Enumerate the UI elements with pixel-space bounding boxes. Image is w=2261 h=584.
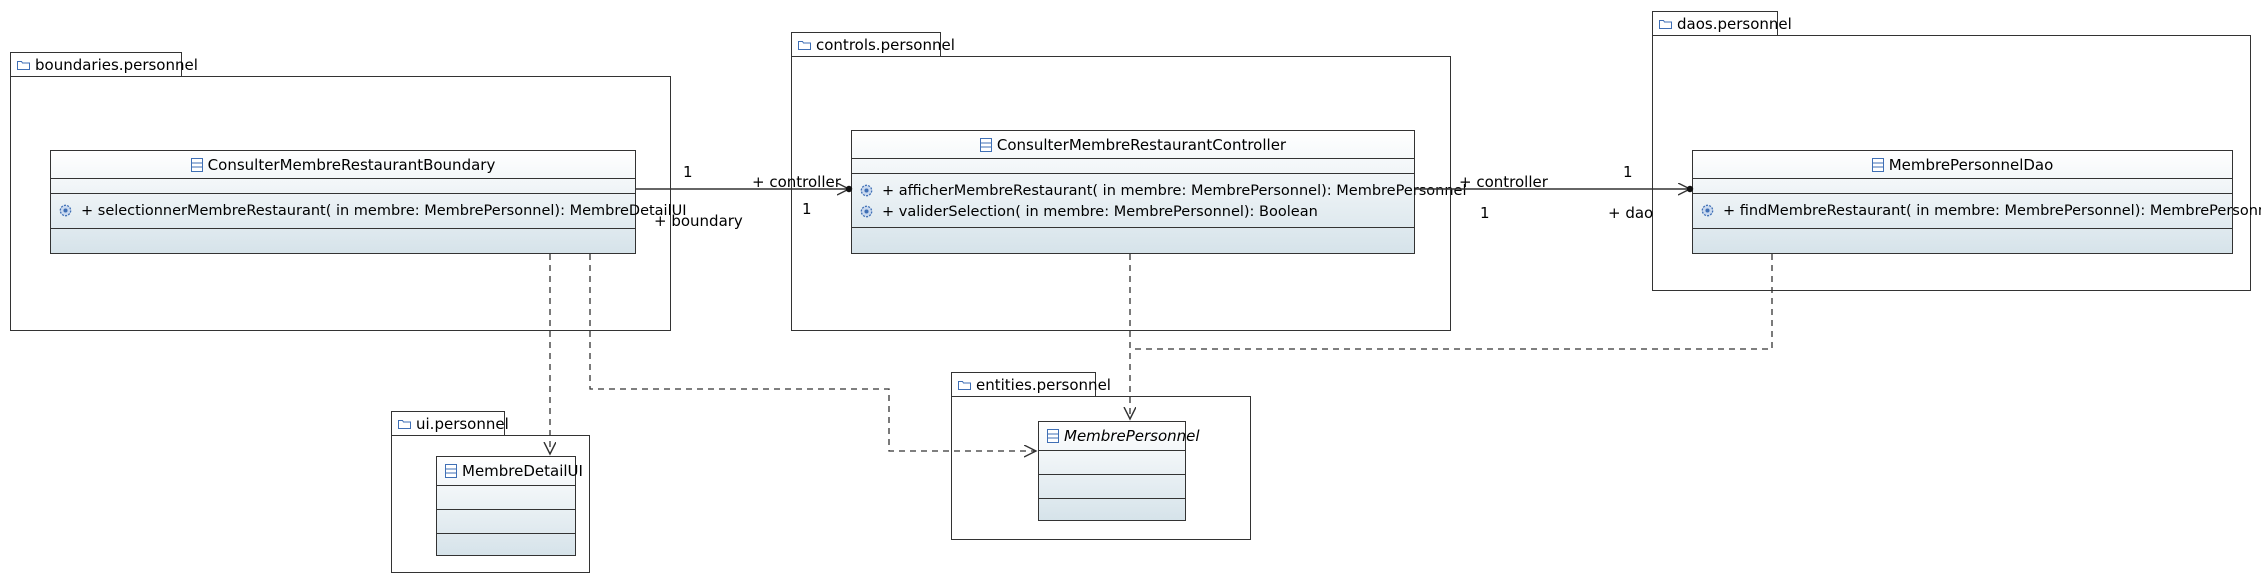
- package-tab-entities[interactable]: entities.personnel: [951, 372, 1111, 397]
- operation-row[interactable]: + selectionnerMembreRestaurant( in membr…: [51, 200, 687, 221]
- controller-multiplicity-label: 1: [1480, 204, 1490, 222]
- class-membre-detail-ui[interactable]: MembreDetailUI: [436, 456, 583, 556]
- controller-multiplicity-label: 1: [802, 200, 812, 218]
- class-membre-personnel-dao[interactable]: MembrePersonnelDao + findMembreRestauran…: [1692, 150, 2261, 254]
- package-tab-controls[interactable]: controls.personnel: [791, 32, 955, 57]
- package-name: daos.personnel: [1677, 15, 1792, 33]
- class-name: MembrePersonnel: [1064, 427, 1200, 445]
- class-consulter-membre-restaurant-controller[interactable]: ConsulterMembreRestaurantController + af…: [851, 130, 1466, 254]
- package-tab-daos[interactable]: daos.personnel: [1652, 11, 1792, 36]
- public-operation-icon: [860, 205, 873, 218]
- class-icon: [979, 137, 992, 152]
- extra-compartment: [51, 228, 635, 253]
- operation-row[interactable]: + validerSelection( in membre: MembrePer…: [852, 201, 1414, 222]
- class-membre-personnel[interactable]: MembrePersonnel: [1038, 421, 1200, 521]
- attributes-compartment: [1039, 450, 1185, 474]
- operation-row[interactable]: + findMembreRestaurant( in membre: Membr…: [1693, 200, 2261, 221]
- operation-signature: + findMembreRestaurant( in membre: Membr…: [1723, 202, 2261, 219]
- operation-signature: + validerSelection( in membre: MembrePer…: [882, 203, 1318, 220]
- folder-icon: [17, 61, 30, 70]
- package-name: entities.personnel: [976, 376, 1111, 394]
- public-operation-icon: [1701, 204, 1714, 217]
- class-icon: [190, 157, 203, 172]
- folder-icon: [798, 41, 811, 50]
- attributes-compartment: [852, 158, 1414, 173]
- package-tab-boundaries[interactable]: boundaries.personnel: [10, 52, 198, 77]
- class-name: ConsulterMembreRestaurantBoundary: [207, 155, 496, 174]
- class-name: MembreDetailUI: [462, 462, 583, 480]
- extra-compartment: [1693, 228, 2232, 253]
- package-tab-ui[interactable]: ui.personnel: [391, 411, 509, 436]
- package-name: ui.personnel: [416, 415, 509, 433]
- operations-compartment: + findMembreRestaurant( in membre: Membr…: [1693, 193, 2261, 228]
- folder-icon: [1659, 20, 1672, 29]
- operation-row[interactable]: + afficherMembreRestaurant( in membre: M…: [852, 180, 1466, 201]
- operations-compartment: + afficherMembreRestaurant( in membre: M…: [852, 173, 1466, 227]
- controller-role-label: + controller: [752, 173, 841, 191]
- public-operation-icon: [59, 204, 72, 217]
- extra-compartment: [1039, 498, 1185, 520]
- dao-multiplicity-label: 1: [1623, 163, 1633, 181]
- boundary-role-label: + boundary: [654, 212, 743, 230]
- class-icon: [1871, 157, 1884, 172]
- attributes-compartment: [437, 485, 575, 509]
- attributes-compartment: [51, 178, 635, 193]
- class-name: MembrePersonnelDao: [1888, 155, 2054, 174]
- dao-role-label: + dao: [1608, 204, 1654, 222]
- class-consulter-membre-restaurant-boundary[interactable]: ConsulterMembreRestaurantBoundary + sele…: [50, 150, 687, 254]
- folder-icon: [958, 381, 971, 390]
- operation-signature: + afficherMembreRestaurant( in membre: M…: [882, 182, 1467, 199]
- extra-compartment: [852, 227, 1414, 253]
- boundary-multiplicity-label: 1: [683, 163, 693, 181]
- folder-icon: [398, 420, 411, 429]
- class-icon: [1047, 429, 1059, 443]
- operations-compartment: [437, 509, 575, 533]
- extra-compartment: [437, 533, 575, 555]
- operations-compartment: + selectionnerMembreRestaurant( in membr…: [51, 193, 687, 228]
- controller-role-label: + controller: [1459, 173, 1548, 191]
- attributes-compartment: [1693, 178, 2232, 193]
- class-icon: [445, 464, 457, 478]
- class-name: ConsulterMembreRestaurantController: [996, 135, 1287, 154]
- operation-signature: + selectionnerMembreRestaurant( in membr…: [81, 202, 687, 219]
- package-name: boundaries.personnel: [35, 56, 198, 74]
- public-operation-icon: [860, 184, 873, 197]
- package-name: controls.personnel: [816, 36, 955, 54]
- operations-compartment: [1039, 474, 1185, 498]
